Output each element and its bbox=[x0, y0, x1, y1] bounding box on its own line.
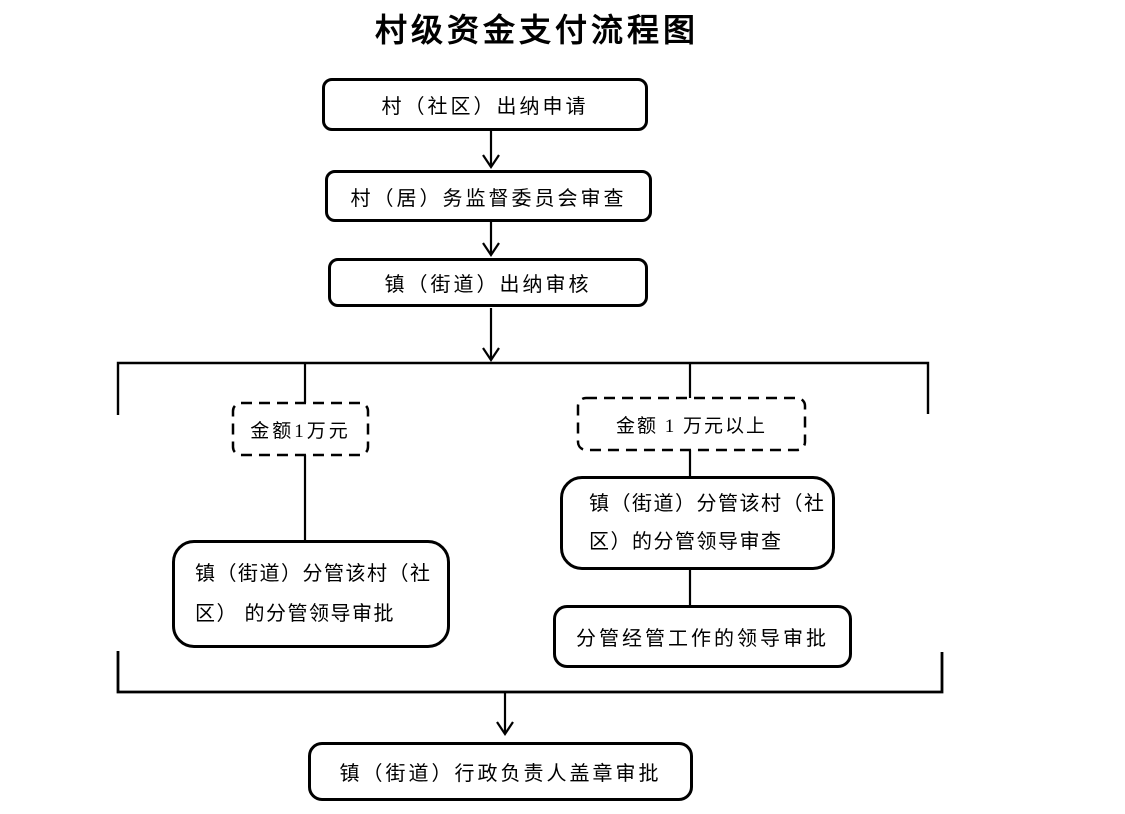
node-final-seal-approval: 镇（街道）行政负责人盖章审批 bbox=[308, 742, 693, 801]
node-left-leader-approval: 镇（街道）分管该村（社 区） 的分管领导审批 bbox=[172, 540, 450, 648]
condition-over-10k-outline bbox=[576, 396, 807, 452]
node-management-leader-approval: 分管经管工作的领导审批 bbox=[553, 605, 852, 668]
node-label: 镇（街道）出纳审核 bbox=[384, 274, 592, 296]
node-label-line1: 镇（街道）分管该村（社 bbox=[589, 493, 826, 515]
node-label-line1: 镇（街道）分管该村（社 bbox=[195, 563, 432, 585]
node-label: 镇（街道）行政负责人盖章审批 bbox=[339, 763, 662, 785]
node-label-line2: 区）的分管领导审查 bbox=[589, 531, 783, 553]
condition-label: 金额1万元 bbox=[250, 420, 351, 442]
node-supervision-committee-review: 村（居）务监督委员会审查 bbox=[325, 170, 652, 222]
node-label: 村（社区）出纳申请 bbox=[381, 96, 589, 118]
node-label: 村（居）务监督委员会审查 bbox=[350, 187, 627, 210]
branch-split-bracket bbox=[116, 361, 930, 415]
arrowhead-icon bbox=[482, 154, 500, 169]
arrowhead-icon bbox=[482, 242, 500, 257]
condition-under-10k: 金额1万元 bbox=[233, 403, 368, 455]
node-label-line2: 区） 的分管领导审批 bbox=[195, 603, 395, 625]
node-label: 分管经管工作的领导审批 bbox=[576, 628, 829, 650]
page-title: 村级资金支付流程图 bbox=[374, 12, 699, 48]
node-right-leader-review: 镇（街道）分管该村（社 区）的分管领导审查 bbox=[560, 476, 835, 570]
condition-under-10k-outline bbox=[231, 401, 370, 457]
node-village-cashier-application: 村（社区）出纳申请 bbox=[322, 78, 648, 131]
condition-label: 金额 1 万元以上 bbox=[615, 415, 767, 437]
node-town-cashier-check: 镇（街道）出纳审核 bbox=[328, 258, 648, 307]
branch-merge-bracket bbox=[116, 651, 944, 694]
arrowhead-icon bbox=[496, 721, 514, 736]
arrowhead-icon bbox=[482, 347, 500, 362]
condition-over-10k: 金额 1 万元以上 bbox=[578, 398, 805, 450]
